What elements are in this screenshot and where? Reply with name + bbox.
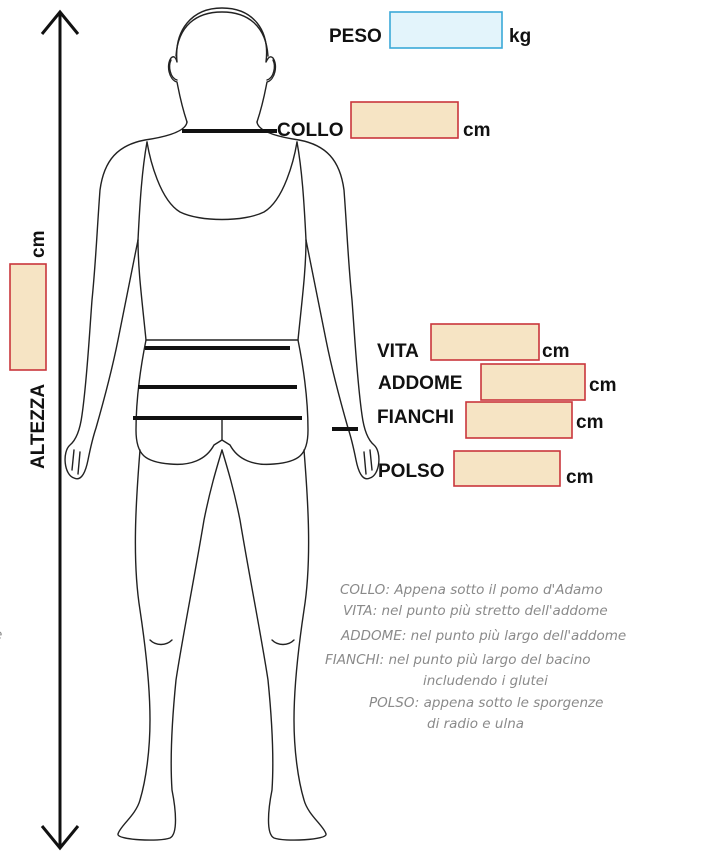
unit-fianchi: cm xyxy=(576,412,603,433)
field-label-fianchi: FIANCHI xyxy=(377,407,454,428)
unit-polso: cm xyxy=(566,467,593,488)
tank-top xyxy=(147,142,297,220)
cropped-edge-text: e xyxy=(0,627,2,643)
height-label: ALTEZZA xyxy=(28,384,49,469)
field-label-polso: POLSO xyxy=(378,461,445,482)
torso-outline xyxy=(65,122,187,479)
note-addome: ADDOME: nel punto più largo dell'addome xyxy=(340,628,626,644)
unit-collo: cm xyxy=(463,120,490,141)
weight-input[interactable] xyxy=(390,12,502,48)
vita-input[interactable] xyxy=(431,324,539,360)
height-unit: cm xyxy=(28,231,49,258)
note-polso-2: di radio e ulna xyxy=(427,716,524,732)
unit-vita: cm xyxy=(542,341,569,362)
legs xyxy=(118,450,222,840)
unit-addome: cm xyxy=(589,375,616,396)
note-fianchi-2: includendo i glutei xyxy=(423,673,548,689)
weight-label: PESO xyxy=(329,26,382,47)
field-label-addome: ADDOME xyxy=(378,373,462,394)
addome-input[interactable] xyxy=(481,364,585,400)
height-input[interactable] xyxy=(10,264,46,370)
note-polso: POLSO: appena sotto le sporgenze xyxy=(369,695,603,711)
fianchi-input[interactable] xyxy=(466,402,572,438)
head-outline xyxy=(169,8,276,122)
note-collo: COLLO: Appena sotto il pomo d'Adamo xyxy=(340,582,603,598)
measurement-notes: COLLO: Appena sotto il pomo d'Adamo VITA… xyxy=(325,582,626,732)
collo-input[interactable] xyxy=(351,102,458,138)
note-fianchi: FIANCHI: nel punto più largo del bacino xyxy=(325,652,591,668)
note-vita: VITA: nel punto più stretto dell'addome xyxy=(343,603,608,619)
polso-input[interactable] xyxy=(454,451,560,486)
weight-unit: kg xyxy=(509,26,531,47)
field-label-vita: VITA xyxy=(377,341,419,362)
shorts xyxy=(136,340,308,464)
field-label-collo: COLLO xyxy=(277,120,344,141)
